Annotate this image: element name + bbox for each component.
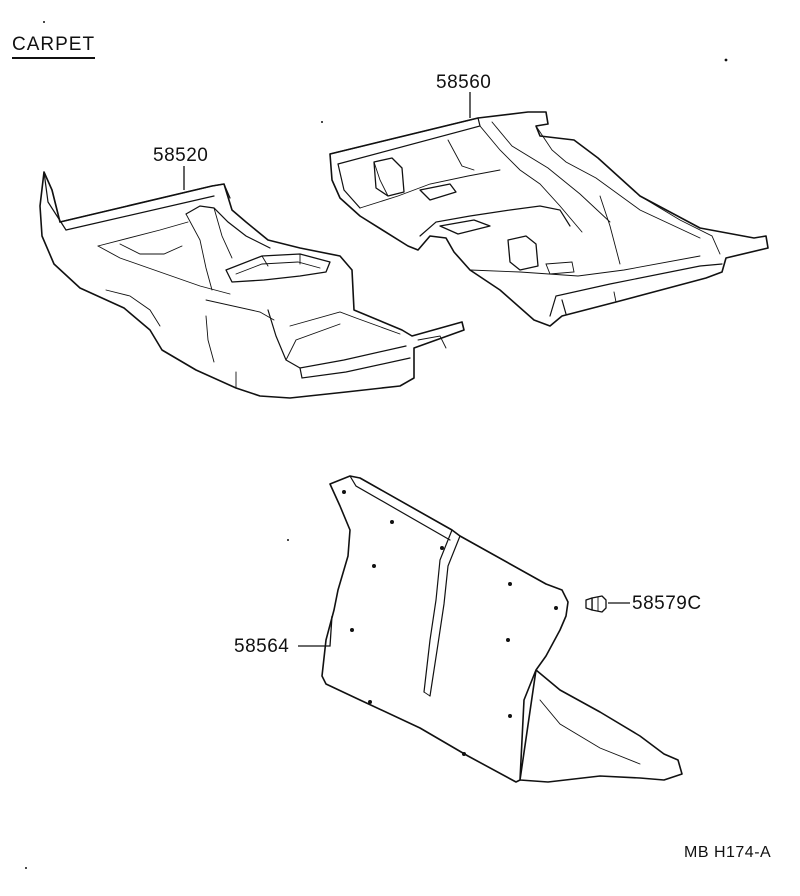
front-floor-carpet-drawing [39,171,465,399]
clip-drawing [585,595,607,613]
part-label-58564: 58564 [234,636,290,657]
part-label-58520: 58520 [153,145,209,166]
part-label-58560: 58560 [436,72,492,93]
part-label-58579C: 58579C [632,593,702,614]
diagram-code: MB H174-A [684,844,772,861]
rear-floor-carpet-drawing [329,111,769,327]
diagram-title: CARPET [12,34,96,59]
panel-carpet-drawing [321,475,683,783]
leader-line-58564 [298,615,333,647]
